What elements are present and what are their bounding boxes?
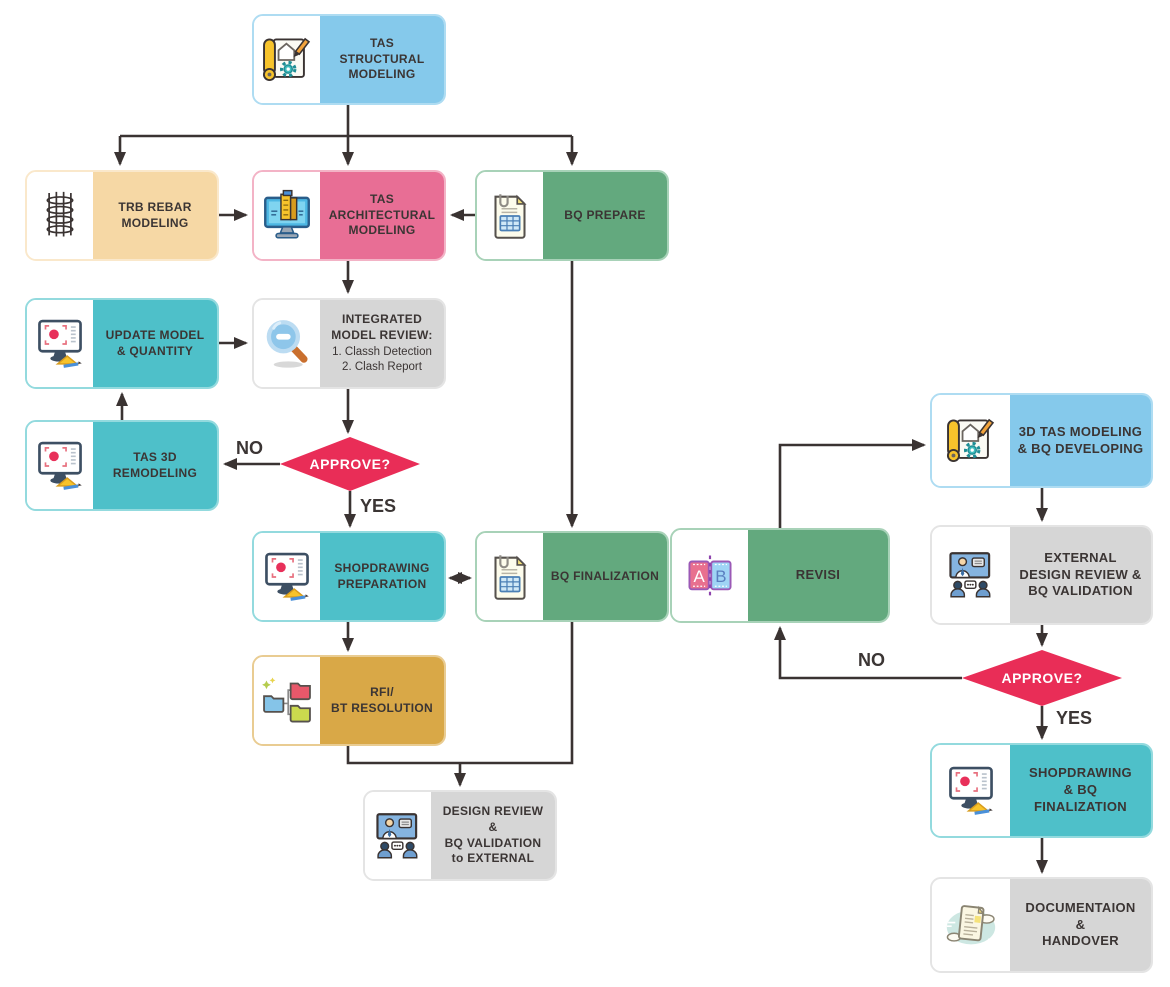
node-documentation-handover: DOCUMENTAION & HANDOVER: [930, 877, 1153, 973]
node-label: RFI/ BT RESOLUTION: [331, 684, 433, 715]
node-rfi-bt-resolution: RFI/ BT RESOLUTION: [252, 655, 446, 746]
svg-text:B: B: [715, 567, 726, 586]
node-bq-finalization: BQ FINALIZATION: [475, 531, 669, 622]
svg-text:A: A: [693, 567, 705, 586]
bq-document-icon: [477, 172, 543, 259]
node-label: TAS STRUCTURAL MODELING: [339, 36, 425, 82]
node-bq-prepare: BQ PREPARE: [475, 170, 669, 261]
node-integrated-model-review: INTEGRATED MODEL REVIEW: 1. Classh Detec…: [252, 298, 446, 389]
blueprint-icon: [932, 395, 1010, 486]
node-label: EXTERNAL DESIGN REVIEW & BQ VALIDATION: [1019, 549, 1142, 599]
magnifier-icon: [254, 300, 320, 387]
building-monitor-icon: [254, 172, 320, 259]
monitor-design-icon: [932, 745, 1010, 836]
node-label: DESIGN REVIEW & BQ VALIDATION to EXTERNA…: [442, 804, 544, 866]
node-shopdrawing-preparation: SHOPDRAWING PREPARATION: [252, 531, 446, 622]
edge-label-no-right: NO: [858, 650, 885, 670]
bq-document-icon: [477, 533, 543, 620]
node-label: TAS 3D REMODELING: [112, 449, 198, 480]
node-label: 3D TAS MODELING & BQ DEVELOPING: [1017, 423, 1144, 456]
monitor-design-icon: [27, 300, 93, 387]
node-label: REVISI: [795, 567, 841, 583]
edge-label-yes-right: YES: [1056, 708, 1093, 728]
node-shopdrawing-bq-finalization: SHOPDRAWING & BQ FINALIZATION: [930, 743, 1153, 838]
edge-label-yes-left: YES: [360, 496, 397, 516]
node-label: TAS ARCHITECTURAL MODELING: [328, 192, 436, 238]
node-external-design-review-bq-validation: EXTERNAL DESIGN REVIEW & BQ VALIDATION: [930, 525, 1153, 625]
ab-compare-icon: A B: [672, 530, 748, 621]
node-label: UPDATE MODEL & QUANTITY: [105, 327, 205, 358]
folders-icon: [254, 657, 320, 744]
node-trb-rebar-modeling: TRB REBAR MODELING: [25, 170, 219, 261]
monitor-design-icon: [27, 422, 93, 509]
node-label: SHOPDRAWING & BQ FINALIZATION: [1029, 765, 1132, 814]
node-title: INTEGRATED MODEL REVIEW:: [331, 312, 433, 343]
documentation-icon: [932, 879, 1010, 971]
monitor-design-icon: [254, 533, 320, 620]
edge-label-no-left: NO: [236, 438, 263, 458]
node-tas-architectural-modeling: TAS ARCHITECTURAL MODELING: [252, 170, 446, 261]
node-label: SHOPDRAWING PREPARATION: [334, 560, 430, 591]
blueprint-icon: [254, 16, 320, 103]
meeting-icon: [932, 527, 1010, 623]
node-tas-3d-remodeling: TAS 3D REMODELING: [25, 420, 219, 511]
decision-label: APPROVE?: [1001, 670, 1083, 686]
node-label: BQ PREPARE: [564, 207, 646, 222]
meeting-icon: [365, 792, 431, 879]
node-label: DOCUMENTAION & HANDOVER: [1025, 899, 1136, 949]
decision-label: APPROVE?: [309, 456, 391, 472]
node-3d-tas-modeling-bq-developing: 3D TAS MODELING & BQ DEVELOPING: [930, 393, 1153, 488]
node-update-model-quantity: UPDATE MODEL & QUANTITY: [25, 298, 219, 389]
node-design-review-bq-validation-external: DESIGN REVIEW & BQ VALIDATION to EXTERNA…: [363, 790, 557, 881]
node-label: BQ FINALIZATION: [550, 568, 660, 583]
node-tas-structural-modeling: TAS STRUCTURAL MODELING: [252, 14, 446, 105]
node-revisi: A B REVISI: [670, 528, 890, 623]
node-label: TRB REBAR MODELING: [118, 199, 192, 230]
node-items: 1. Classh Detection 2. Clash Report: [332, 345, 432, 373]
rebar-icon: [27, 172, 93, 259]
